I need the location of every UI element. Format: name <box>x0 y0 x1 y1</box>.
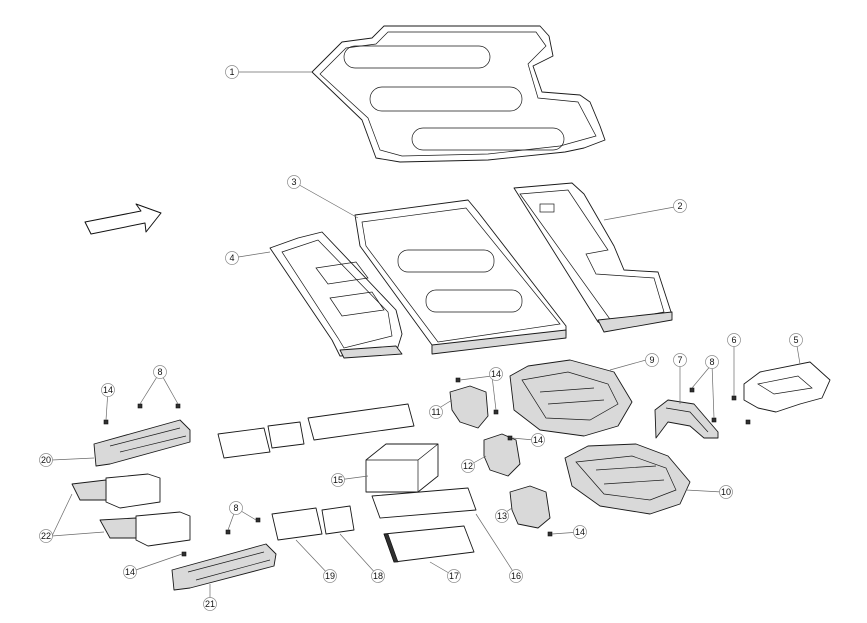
callout-19: 19 <box>323 569 337 583</box>
callout-1: 1 <box>225 65 239 79</box>
callout-15: 15 <box>331 473 345 487</box>
callout-8-left: 8 <box>153 365 167 379</box>
part-3-rear-tray <box>354 199 567 355</box>
callout-10: 10 <box>719 485 733 499</box>
part-17-panel <box>383 525 475 563</box>
callout-14-center-mid: 14 <box>531 433 545 447</box>
callout-14-center-low: 14 <box>573 525 587 539</box>
part-16-panel <box>371 487 477 519</box>
callout-13: 13 <box>495 509 509 523</box>
svg-text:16: 16 <box>511 571 521 581</box>
callout-6: 6 <box>727 333 741 347</box>
svg-text:5: 5 <box>793 335 798 345</box>
svg-text:3: 3 <box>291 177 296 187</box>
part-20-rail <box>93 419 191 467</box>
svg-text:8: 8 <box>157 367 162 377</box>
part-1-floor-mat <box>311 25 606 163</box>
svg-text:18: 18 <box>373 571 383 581</box>
part-7-bracket <box>654 399 719 439</box>
callout-12: 12 <box>461 459 475 473</box>
part-22-storage-box-upper <box>71 473 161 509</box>
svg-text:9: 9 <box>649 355 654 365</box>
callout-8-right: 8 <box>705 355 719 369</box>
svg-text:8: 8 <box>709 357 714 367</box>
part-4-left-tray <box>269 231 403 359</box>
part-11-bracket <box>449 385 489 429</box>
part-12-bracket <box>483 433 521 477</box>
callout-14-center-top: 14 <box>489 367 503 381</box>
part-5-cover <box>743 361 831 413</box>
svg-text:7: 7 <box>677 355 682 365</box>
part-22-storage-box-lower <box>99 511 191 547</box>
callout-3: 3 <box>287 175 301 189</box>
svg-text:14: 14 <box>575 527 585 537</box>
svg-text:14: 14 <box>125 567 135 577</box>
svg-text:14: 14 <box>491 369 501 379</box>
svg-text:19: 19 <box>325 571 335 581</box>
svg-text:12: 12 <box>463 461 473 471</box>
svg-text:17: 17 <box>449 571 459 581</box>
svg-text:13: 13 <box>497 511 507 521</box>
callout-5: 5 <box>789 333 803 347</box>
callout-14-lower-left: 14 <box>123 565 137 579</box>
svg-text:2: 2 <box>677 201 682 211</box>
svg-text:8: 8 <box>233 503 238 513</box>
arrow-right-icon <box>84 203 162 235</box>
part-21-rail <box>171 543 277 591</box>
callout-9: 9 <box>645 353 659 367</box>
callout-20: 20 <box>39 453 53 467</box>
callout-4: 4 <box>225 251 239 265</box>
part-10-floor-structure <box>564 443 691 515</box>
callout-8-lower: 8 <box>229 501 243 515</box>
svg-text:4: 4 <box>229 253 234 263</box>
callout-22: 22 <box>39 529 53 543</box>
callout-18: 18 <box>371 569 385 583</box>
callout-2: 2 <box>673 199 687 213</box>
part-9-floor-structure <box>509 359 633 437</box>
callout-14-left: 14 <box>101 383 115 397</box>
part-2-side-panel <box>513 182 673 333</box>
upper-flat-panels <box>217 403 415 459</box>
svg-text:20: 20 <box>41 455 51 465</box>
callout-17: 17 <box>447 569 461 583</box>
svg-text:1: 1 <box>229 67 234 77</box>
part-15-box <box>365 443 439 493</box>
part-18-panel <box>321 505 355 535</box>
callout-7: 7 <box>673 353 687 367</box>
svg-text:11: 11 <box>431 407 440 417</box>
svg-text:21: 21 <box>205 599 215 609</box>
svg-text:10: 10 <box>721 487 731 497</box>
svg-text:15: 15 <box>333 475 343 485</box>
callout-16: 16 <box>509 569 523 583</box>
part-19-panel <box>271 507 323 541</box>
svg-text:6: 6 <box>731 335 736 345</box>
svg-text:14: 14 <box>533 435 543 445</box>
callout-21: 21 <box>203 597 217 611</box>
svg-text:14: 14 <box>103 385 113 395</box>
callout-11: 11 <box>429 405 443 419</box>
part-13-bracket <box>509 485 551 529</box>
svg-text:22: 22 <box>41 531 51 541</box>
